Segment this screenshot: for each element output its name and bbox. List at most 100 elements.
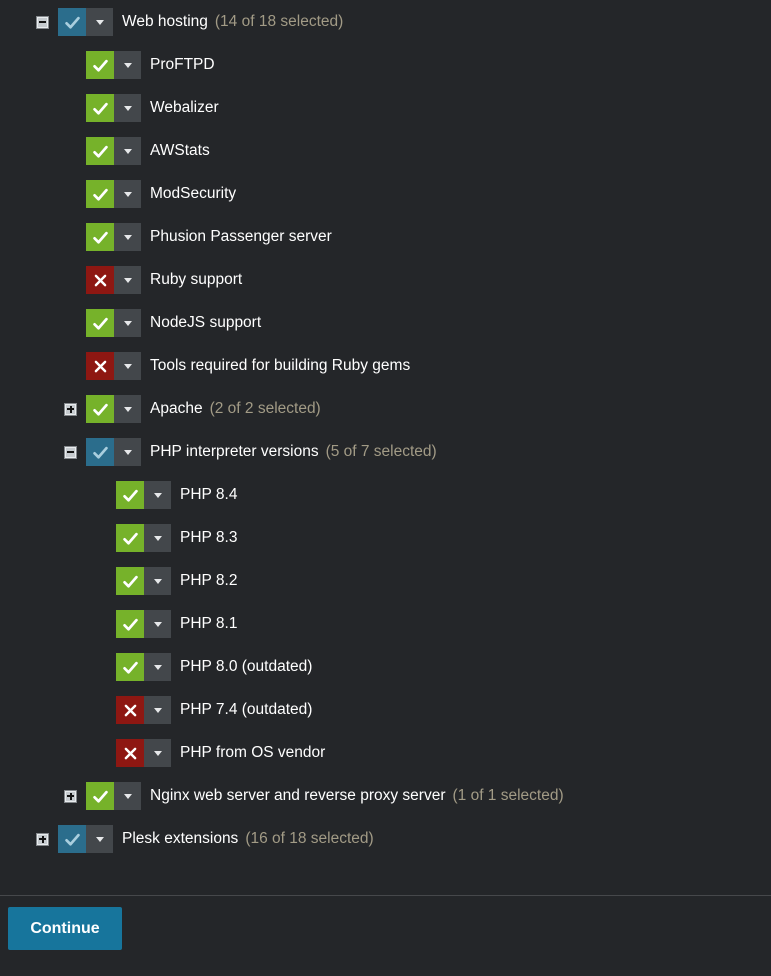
component-checkbox[interactable]	[116, 696, 171, 724]
item-label: PHP 8.3	[180, 529, 238, 546]
checkbox-state-box[interactable]	[86, 94, 114, 122]
checkbox-state-box[interactable]	[58, 825, 86, 853]
checkbox-state-box[interactable]	[86, 266, 114, 294]
checkbox-dropdown-button[interactable]	[114, 94, 141, 122]
check-icon	[92, 446, 108, 459]
checkbox-state-box[interactable]	[116, 696, 144, 724]
component-checkbox[interactable]	[86, 782, 141, 810]
item-label: Web hosting	[122, 13, 208, 30]
item-label: PHP 7.4 (outdated)	[180, 701, 313, 718]
component-checkbox[interactable]	[116, 653, 171, 681]
checkbox-dropdown-button[interactable]	[144, 524, 171, 552]
tree-row: PHP 8.0 (outdated)	[116, 653, 771, 681]
tree-row: PHP 7.4 (outdated)	[116, 696, 771, 724]
selection-count: (5 of 7 selected)	[325, 443, 437, 460]
component-checkbox[interactable]	[86, 51, 141, 79]
item-label: PHP 8.0 (outdated)	[180, 658, 313, 675]
checkbox-dropdown-button[interactable]	[144, 610, 171, 638]
component-checkbox[interactable]	[116, 739, 171, 767]
checkbox-state-box[interactable]	[86, 137, 114, 165]
checkbox-state-box[interactable]	[86, 782, 114, 810]
checkbox-dropdown-button[interactable]	[114, 51, 141, 79]
component-checkbox[interactable]	[86, 438, 141, 466]
component-checkbox[interactable]	[86, 266, 141, 294]
continue-button[interactable]: Continue	[8, 907, 122, 950]
checkbox-dropdown-button[interactable]	[86, 825, 113, 853]
component-checkbox[interactable]	[116, 610, 171, 638]
component-checkbox[interactable]	[116, 524, 171, 552]
check-icon	[92, 231, 108, 244]
check-icon	[92, 102, 108, 115]
checkbox-dropdown-button[interactable]	[114, 395, 141, 423]
expand-toggle[interactable]	[64, 789, 77, 803]
checkbox-dropdown-button[interactable]	[86, 8, 113, 36]
checkbox-dropdown-button[interactable]	[114, 352, 141, 380]
divider	[0, 895, 771, 896]
cross-icon	[94, 274, 106, 286]
checkbox-dropdown-button[interactable]	[114, 180, 141, 208]
checkbox-dropdown-button[interactable]	[114, 309, 141, 337]
checkbox-dropdown-button[interactable]	[144, 567, 171, 595]
item-label: ModSecurity	[150, 185, 237, 202]
checkbox-dropdown-button[interactable]	[114, 137, 141, 165]
tree-row: PHP 8.3	[116, 524, 771, 552]
component-checkbox[interactable]	[116, 567, 171, 595]
checkbox-state-box[interactable]	[116, 610, 144, 638]
checkbox-state-box[interactable]	[116, 481, 144, 509]
component-checkbox[interactable]	[86, 309, 141, 337]
checkbox-state-box[interactable]	[86, 223, 114, 251]
expand-toggle[interactable]	[36, 15, 49, 29]
component-checkbox[interactable]	[116, 481, 171, 509]
tree-row: AWStats	[86, 137, 771, 165]
checkbox-state-box[interactable]	[86, 352, 114, 380]
checkbox-dropdown-button[interactable]	[144, 481, 171, 509]
component-checkbox[interactable]	[86, 94, 141, 122]
component-checkbox[interactable]	[86, 137, 141, 165]
check-icon	[122, 618, 138, 631]
item-label: ProFTPD	[150, 56, 215, 73]
expand-toggle[interactable]	[36, 832, 49, 846]
checkbox-dropdown-button[interactable]	[114, 438, 141, 466]
selection-count: (2 of 2 selected)	[209, 400, 321, 417]
checkbox-state-box[interactable]	[86, 309, 114, 337]
expand-toggle[interactable]	[64, 402, 77, 416]
item-label: AWStats	[150, 142, 210, 159]
tree-row: Phusion Passenger server	[86, 223, 771, 251]
check-icon	[92, 403, 108, 416]
checkbox-state-box[interactable]	[58, 8, 86, 36]
item-label: PHP 8.2	[180, 572, 238, 589]
component-checkbox[interactable]	[58, 8, 113, 36]
checkbox-state-box[interactable]	[86, 395, 114, 423]
checkbox-dropdown-button[interactable]	[144, 739, 171, 767]
cross-icon	[124, 704, 136, 716]
component-checkbox[interactable]	[86, 352, 141, 380]
expand-toggle[interactable]	[64, 445, 77, 459]
plus-icon	[69, 405, 72, 413]
checkbox-state-box[interactable]	[116, 567, 144, 595]
checkbox-state-box[interactable]	[116, 524, 144, 552]
component-checkbox[interactable]	[86, 223, 141, 251]
component-checkbox[interactable]	[58, 825, 113, 853]
checkbox-dropdown-button[interactable]	[144, 653, 171, 681]
component-checkbox[interactable]	[86, 395, 141, 423]
check-icon	[64, 16, 80, 29]
checkbox-state-box[interactable]	[86, 51, 114, 79]
tree-row: PHP 8.2	[116, 567, 771, 595]
checkbox-dropdown-button[interactable]	[144, 696, 171, 724]
component-checkbox[interactable]	[86, 180, 141, 208]
checkbox-dropdown-button[interactable]	[114, 782, 141, 810]
cross-icon	[94, 360, 106, 372]
item-label: Plesk extensions	[122, 830, 239, 847]
caret-down-icon	[153, 578, 162, 584]
checkbox-state-box[interactable]	[116, 653, 144, 681]
checkbox-state-box[interactable]	[86, 438, 114, 466]
item-label: NodeJS support	[150, 314, 262, 331]
check-icon	[64, 833, 80, 846]
caret-down-icon	[123, 320, 132, 326]
checkbox-state-box[interactable]	[86, 180, 114, 208]
checkbox-dropdown-button[interactable]	[114, 223, 141, 251]
minus-icon	[67, 451, 74, 453]
checkbox-dropdown-button[interactable]	[114, 266, 141, 294]
caret-down-icon	[153, 535, 162, 541]
checkbox-state-box[interactable]	[116, 739, 144, 767]
